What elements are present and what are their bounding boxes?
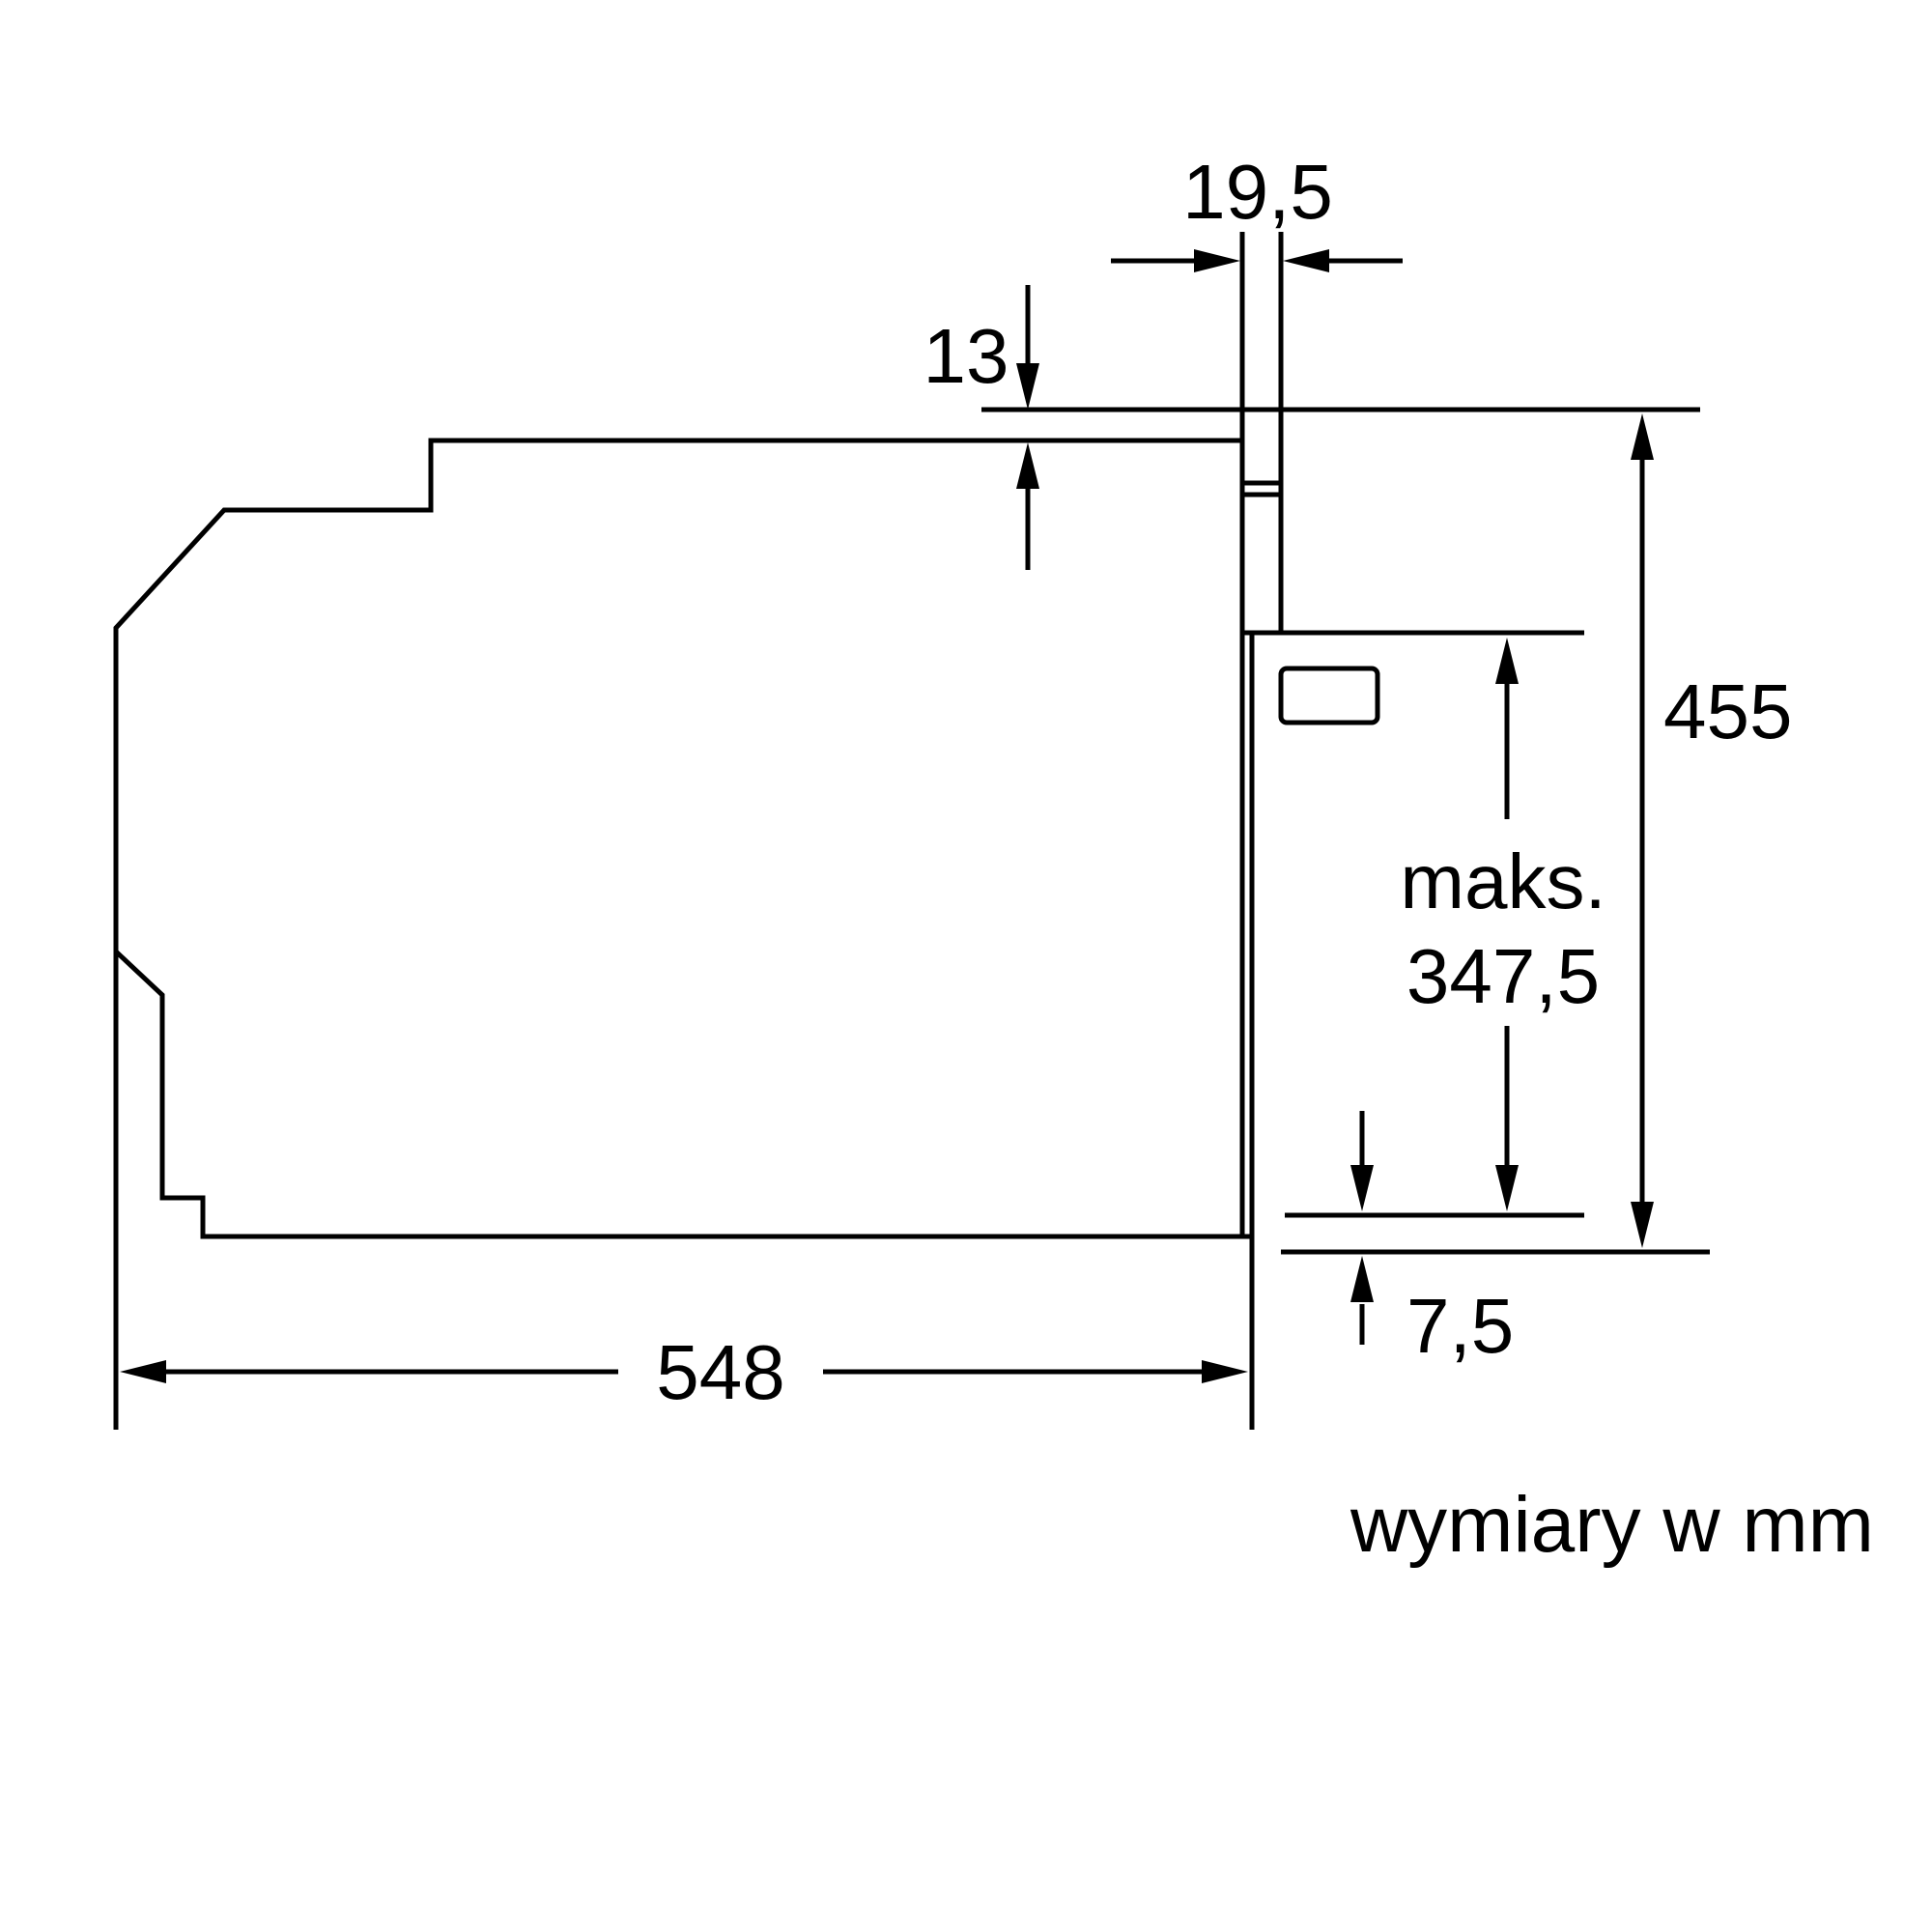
dim-455-top-arrowhead <box>1631 413 1654 460</box>
oven-body-outline <box>113 438 1252 1239</box>
dim-7-5-down-arrowhead <box>1350 1165 1374 1211</box>
dim-13-down-arrowhead <box>1016 363 1039 410</box>
dim-347-5-maks-label: maks. <box>1400 838 1605 924</box>
dim-347-5-down-arrowhead <box>1495 1165 1519 1211</box>
dim-19-5-right-arrowhead <box>1283 249 1329 272</box>
dim-347-5-up-arrowhead <box>1495 638 1519 684</box>
dim-347-5-value-label: 347,5 <box>1406 933 1600 1019</box>
dim-548-right-arrowhead <box>1202 1360 1248 1383</box>
dim-7-5-label: 7,5 <box>1406 1283 1514 1369</box>
dim-548-label: 548 <box>656 1329 784 1415</box>
dim-13-label: 13 <box>923 313 1009 399</box>
units-note: wymiary w mm <box>1350 1481 1874 1569</box>
dim-7-5-up-arrowhead <box>1350 1256 1374 1302</box>
dim-13-up-arrowhead <box>1016 442 1039 489</box>
dim-548-left-arrowhead <box>120 1360 166 1383</box>
dim-455-label: 455 <box>1663 668 1792 754</box>
dim-455-bottom-arrowhead <box>1631 1202 1654 1248</box>
dim-19-5-label: 19,5 <box>1182 149 1333 235</box>
door-handle <box>1278 666 1380 725</box>
dim-19-5-left-arrowhead <box>1194 249 1240 272</box>
